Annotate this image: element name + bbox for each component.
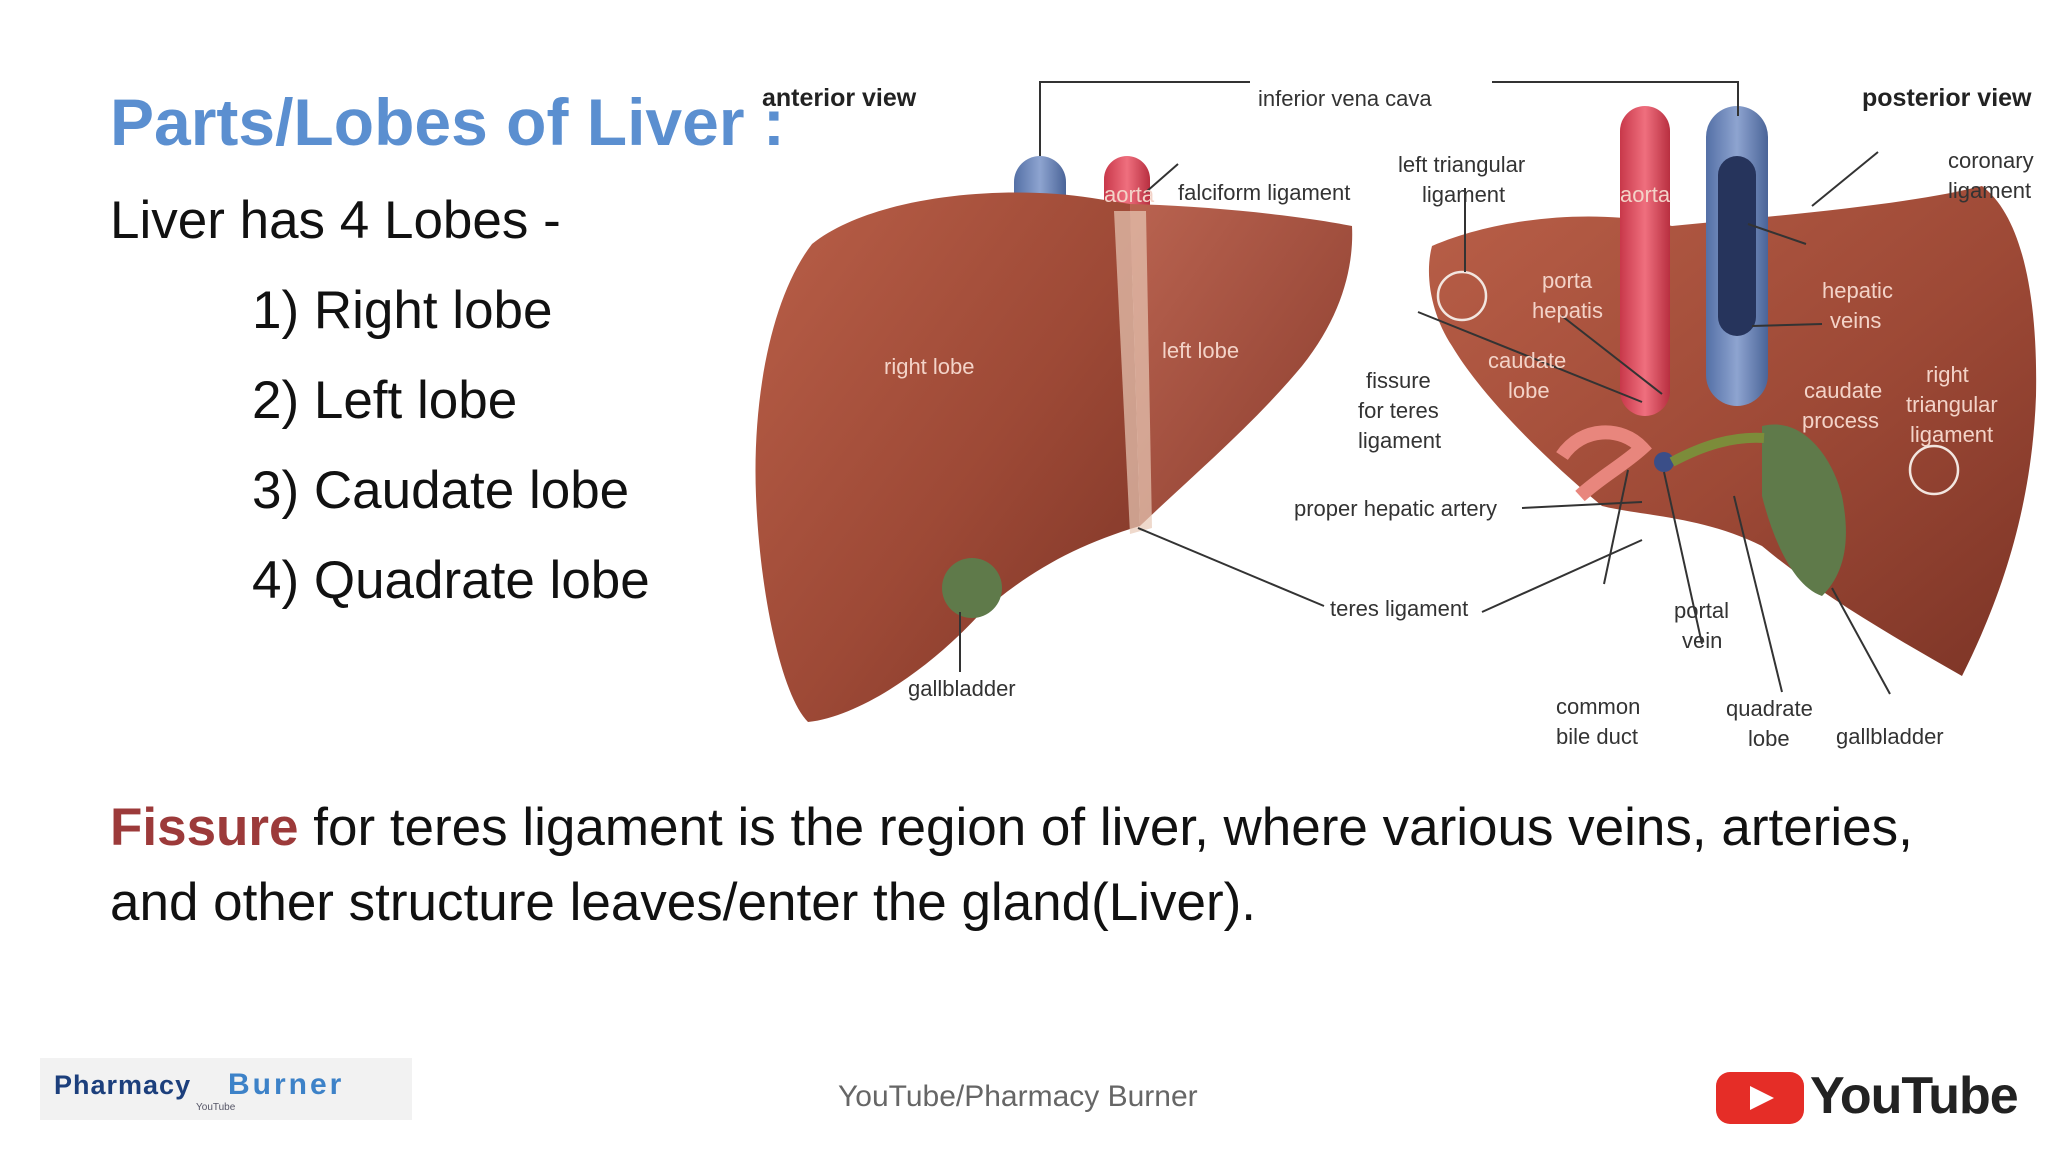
teres-ligament-label: teres ligament [1330,596,1468,621]
lobe-list: 1) Right lobe 2) Left lobe 3) Caudate lo… [252,280,650,640]
liver-diagram: anterior view posterior view inferior ve… [755,81,2037,751]
right-triangular-label-3: ligament [1910,422,1993,447]
porta-hepatis-label-1: porta [1542,268,1593,293]
ivc-label: inferior vena cava [1258,86,1432,111]
posterior-view-label: posterior view [1862,84,2032,112]
proper-hepatic-artery-label: proper hepatic artery [1294,496,1497,521]
left-lobe-label: left lobe [1162,338,1239,363]
right-triangular-label-1: right [1926,362,1969,387]
fissure-label-2: for teres [1358,398,1439,423]
youtube-wordmark: YouTube [1810,1067,2019,1125]
footer-channel-text: YouTube/Pharmacy Burner [838,1080,1198,1113]
left-lobe-shape [1130,204,1353,526]
gallbladder-left-label: gallbladder [908,676,1016,701]
fissure-paragraph: Fissure for teres ligament is the region… [110,790,1990,940]
falciform-band [1114,211,1152,534]
coronary-label-2: ligament [1948,178,2031,203]
fissure-label-3: ligament [1358,428,1441,453]
right-triangular-marker [1908,444,1960,496]
left-triangular-label-1: left triangular [1398,152,1525,177]
porta-hepatis-label-2: hepatis [1532,298,1603,323]
lobe-item-left: 2) Left lobe [252,371,518,430]
posterior-liver-shape [1428,186,2037,676]
youtube-play-icon [1716,1072,1804,1124]
logo-word-pharmacy: Pharmacy [54,1070,192,1100]
caudate-process-label-1: caudate [1804,378,1882,403]
coronary-label-1: coronary [1948,148,2034,173]
posterior-liver [1428,106,2037,676]
gallbladder-right-label: gallbladder [1836,724,1944,749]
anterior-view-label: anterior view [762,84,917,112]
lobe-item-right: 1) Right lobe [252,281,553,340]
common-bile-duct-label-2: bile duct [1556,724,1638,749]
left-triangular-label-2: ligament [1422,182,1505,207]
leader-lines [959,81,1891,695]
aorta-right-label: aorta [1620,182,1671,207]
fissure-body: for teres ligament is the region of live… [110,798,1913,932]
aorta-left-label: aorta [1104,182,1155,207]
common-bile-duct-label-1: common [1556,694,1640,719]
logo-word-burner: Burner [228,1068,345,1101]
aorta-posterior [1620,106,1670,416]
fissure-highlight: Fissure [110,798,299,857]
hepatic-veins-label-2: veins [1830,308,1881,333]
caudate-lobe-label-2: lobe [1508,378,1550,403]
pharmacy-burner-logo: Pharmacy Burner YouTube [40,1058,412,1120]
right-lobe-shape [755,192,1140,722]
portal-vein-dot [1654,452,1674,472]
anterior-liver [755,156,1353,722]
left-triangular-marker [1436,270,1488,322]
right-triangular-label-2: triangular [1906,392,1998,417]
youtube-logo: YouTube [1716,1067,2019,1126]
gallbladder-posterior [1762,424,1846,596]
fissure-label-1: fissure [1366,368,1431,393]
slide-title: Parts/Lobes of Liver : [110,85,785,159]
portal-vein-label-2: vein [1682,628,1722,653]
portal-vein-label-1: portal [1674,598,1729,623]
intro-text: Liver has 4 Lobes - [110,191,561,250]
hepatic-artery-branches [1556,425,1652,502]
caudate-lobe-label-1: caudate [1488,348,1566,373]
hepatic-veins-label-1: hepatic [1822,278,1893,303]
quadrate-lobe-label-2: lobe [1748,726,1790,751]
falciform-label: falciform ligament [1178,180,1350,205]
gallbladder-anterior [942,558,1002,618]
logo-subtext: YouTube [196,1102,236,1113]
quadrate-lobe-label-1: quadrate [1726,696,1813,721]
lobe-item-quadrate: 4) Quadrate lobe [252,551,650,610]
lobe-item-caudate: 3) Caudate lobe [252,461,630,520]
right-lobe-label: right lobe [884,354,975,379]
caudate-process-label-2: process [1802,408,1879,433]
